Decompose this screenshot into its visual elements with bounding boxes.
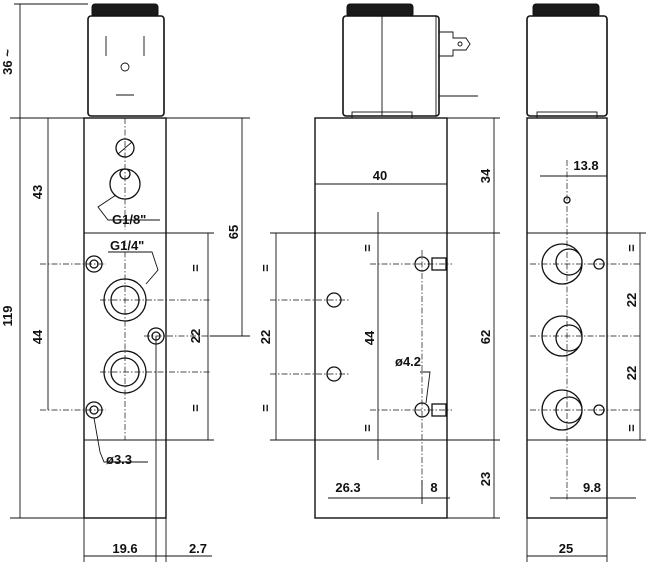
dim-text-40: 40 <box>373 168 387 183</box>
label-g14: G1/4" <box>110 238 144 253</box>
side-coil <box>526 15 608 117</box>
leader-d42 <box>420 371 431 404</box>
front-coil-connector <box>87 15 165 117</box>
middle-spade-hole <box>457 41 463 47</box>
dim-text-36: 36 ~ <box>0 49 15 75</box>
dim-text-44-front: 44 <box>30 329 45 344</box>
label-d42: ø4.2 <box>395 354 421 369</box>
middle-body <box>314 117 448 519</box>
front-dimensions: 36 ~ 119 43 44 65 = 22 = G1/8" G1/4" ø3.… <box>0 3 250 562</box>
dim-text-13-8: 13.8 <box>573 158 598 173</box>
dim-text-23: 23 <box>478 472 493 486</box>
dim-text-front-eq-upper: = <box>188 264 203 272</box>
middle-coil-cap <box>346 3 414 18</box>
dim-text-25: 25 <box>559 541 573 556</box>
front-coil-cap <box>91 3 159 18</box>
dim-text-19-6: 19.6 <box>112 541 137 556</box>
dim-text-119: 119 <box>0 306 15 327</box>
dim-text-side-22-lower: 22 <box>624 366 639 380</box>
dim-text-26-3: 26.3 <box>335 480 360 495</box>
dim-text-44-middle: 44 <box>362 330 377 345</box>
leader-g14 <box>108 251 159 285</box>
dim-text-side-eq-top: = <box>624 244 639 252</box>
leader-d33 <box>93 417 148 463</box>
side-view <box>526 3 640 519</box>
dim-text-middle-22: 22 <box>258 330 273 344</box>
dim-text-side-22-upper: 22 <box>624 293 639 307</box>
label-d33: ø3.3 <box>106 452 132 467</box>
dim-text-8: 8 <box>430 480 437 495</box>
front-view <box>40 3 210 519</box>
side-port-middle-inner <box>555 324 583 352</box>
dim-text-65: 65 <box>226 225 241 239</box>
front-connector-screw <box>120 62 130 72</box>
middle-spade-terminal <box>439 31 471 57</box>
side-dimensions: 13.8 = 22 22 = 9.8 25 <box>526 158 646 562</box>
dim-text-middle-eq-lower: = <box>258 404 273 412</box>
dim-text-34: 34 <box>478 168 493 183</box>
side-port-upper-inner <box>555 248 583 276</box>
middle-dimensions: 40 = 22 = 44 = = ø4.2 34 62 23 26.3 8 <box>258 117 500 519</box>
dim-text-middle-eq-bottom: = <box>360 424 375 432</box>
dim-text-2-7: 2.7 <box>189 541 207 556</box>
leader-g18 <box>97 194 160 221</box>
dim-text-9-8: 9.8 <box>583 480 601 495</box>
side-coil-cap <box>532 3 600 18</box>
dim-text-middle-eq-upper: = <box>258 264 273 272</box>
dim-text-43: 43 <box>30 185 45 199</box>
dim-text-62: 62 <box>478 330 493 344</box>
dim-text-side-eq-bottom: = <box>624 424 639 432</box>
dim-text-front-22: 22 <box>188 329 203 343</box>
dim-text-middle-eq-top: = <box>360 244 375 252</box>
front-override-slot <box>117 141 133 155</box>
middle-view <box>270 3 478 519</box>
label-g18: G1/8" <box>112 212 146 227</box>
middle-coil <box>342 15 440 117</box>
dim-text-front-eq-lower: = <box>188 404 203 412</box>
